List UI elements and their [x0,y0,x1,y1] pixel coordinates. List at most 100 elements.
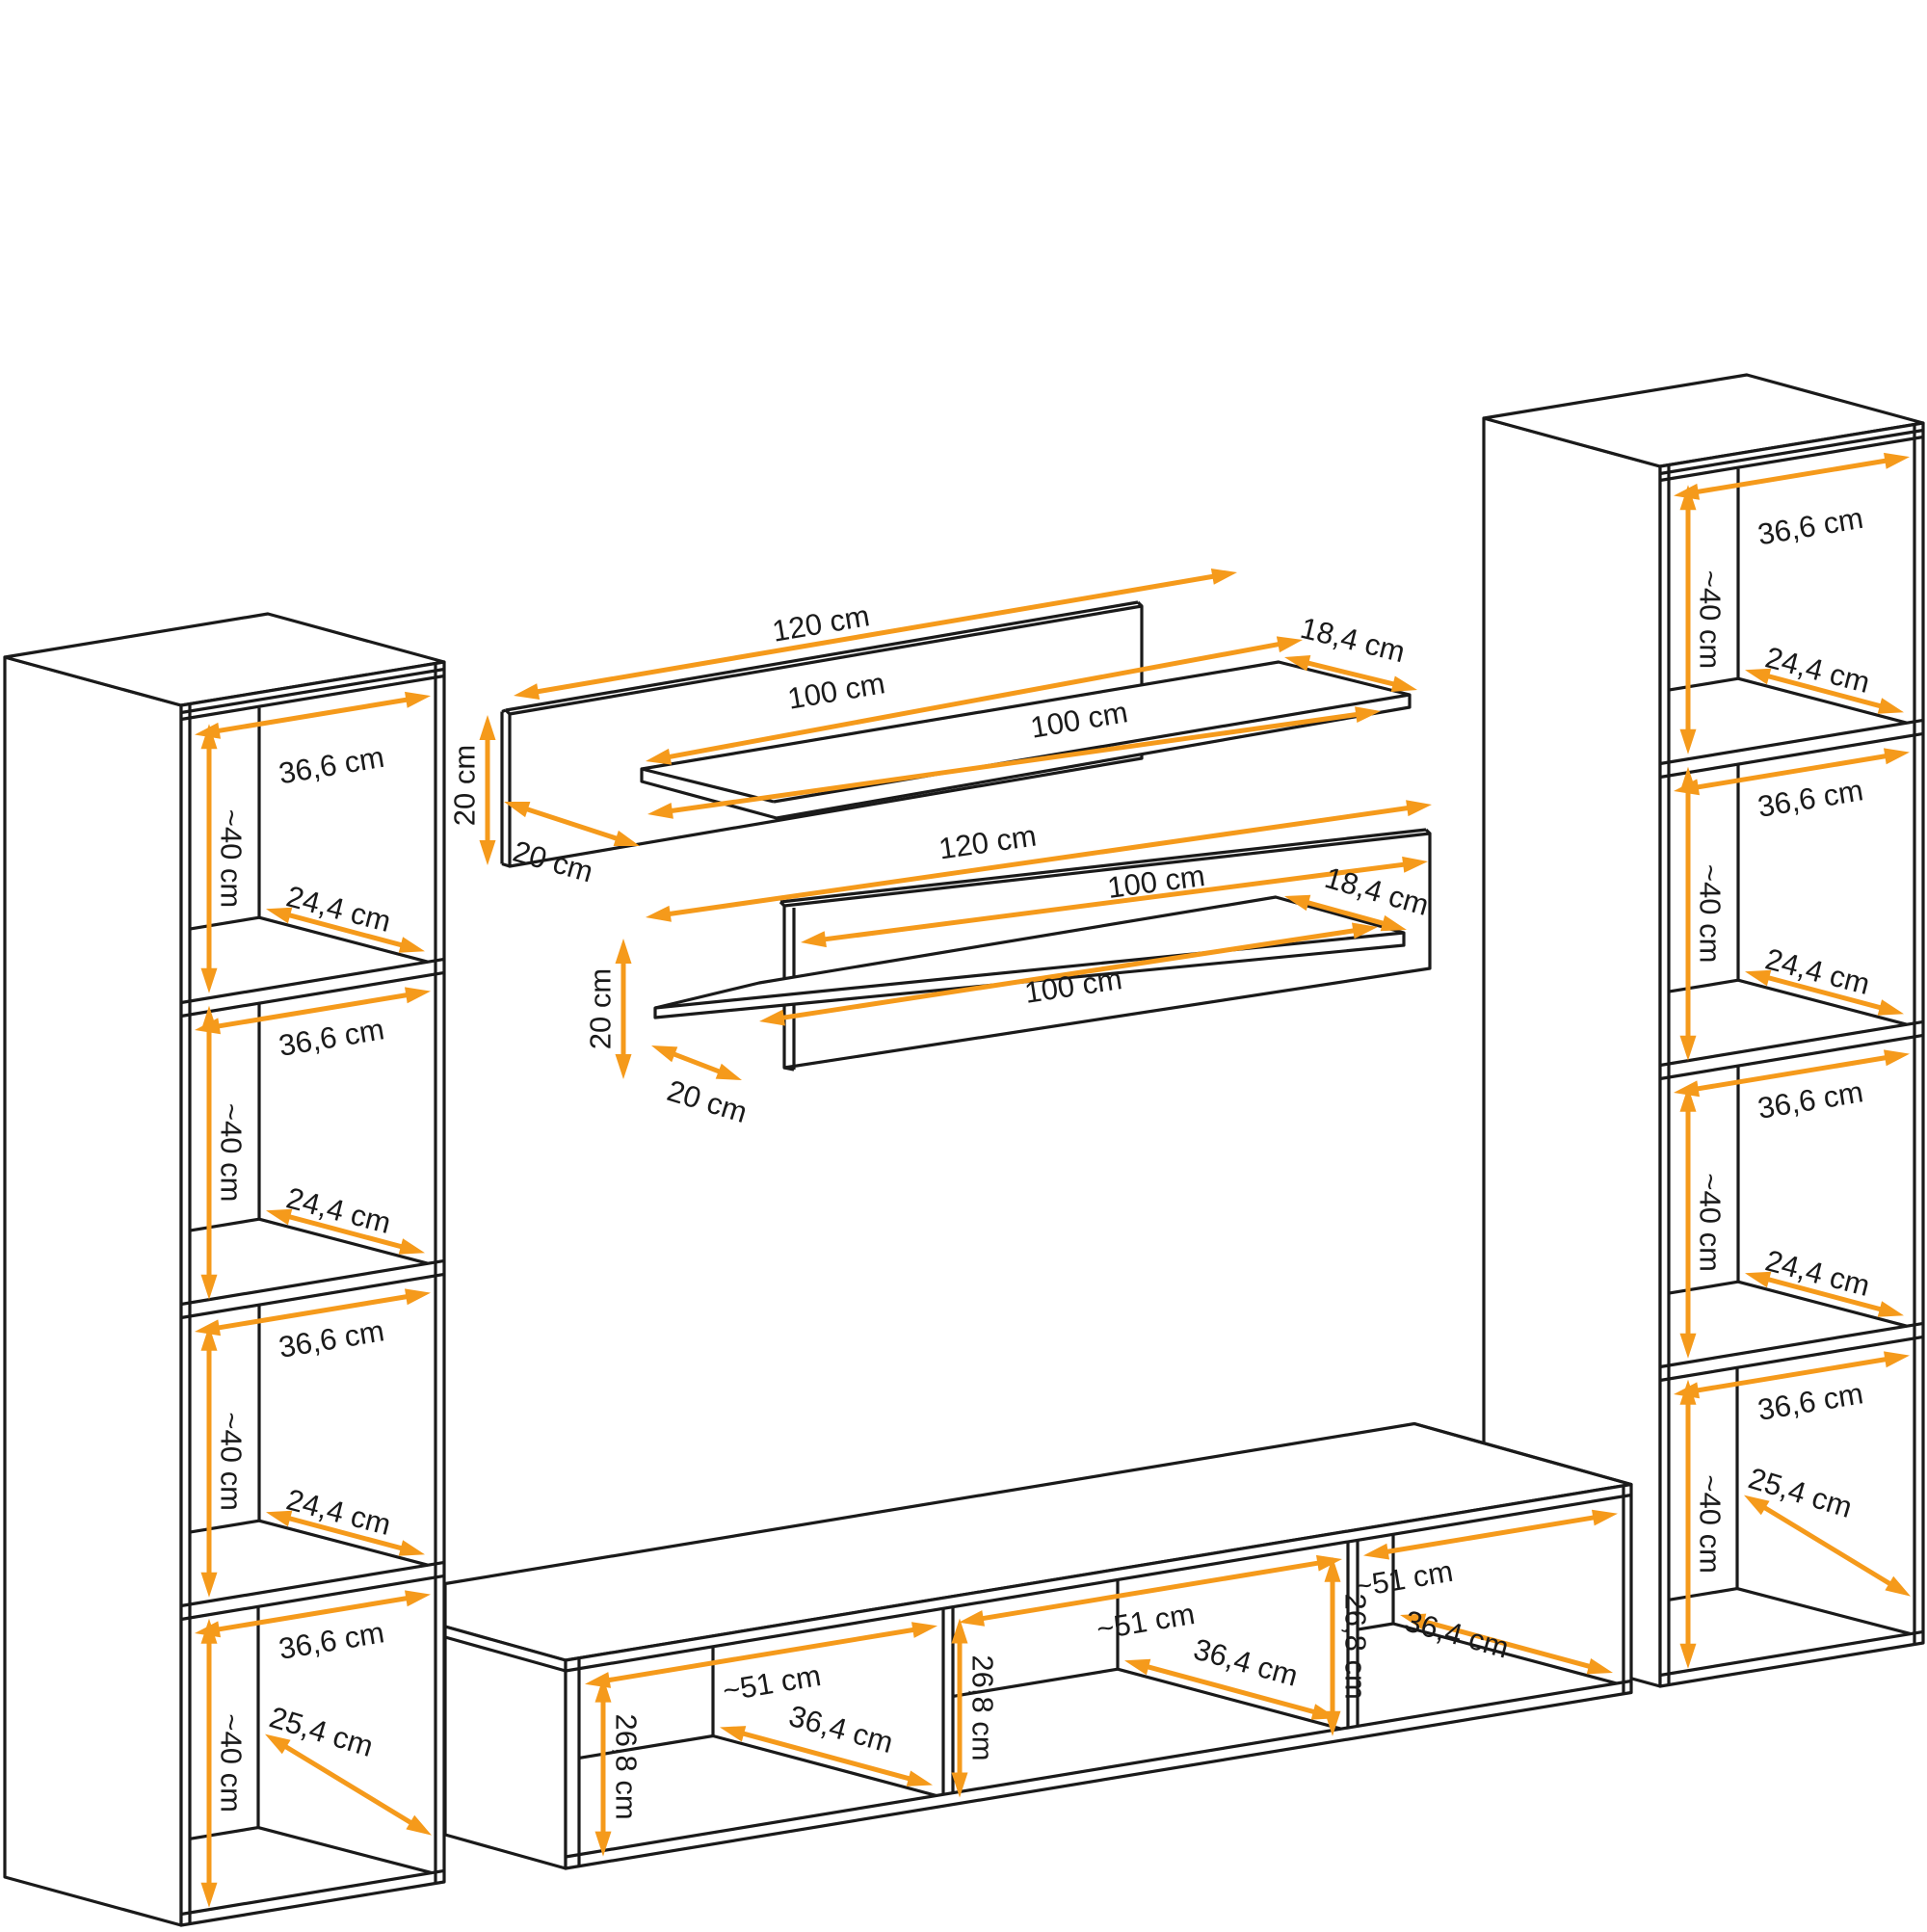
tv-stand-comp2-floor-back-edge [952,1667,1119,1698]
tv-stand-comp2-width-arrow [971,1558,1330,1623]
bookcase-left-comp4-height-label: ~40 cm [215,1713,249,1813]
tv-stand-front-face [564,1482,1633,1870]
bookcase-right-top-panel-edge [1659,428,1924,476]
bookcase-left-comp2-floor-joint [258,1217,429,1265]
tv-stand-comp2-width-arrow-head-end [1316,1554,1342,1572]
bookcase-right-comp4-height-label: ~40 cm [1694,1474,1728,1574]
wall-shelf-1-length-arrow-head-end [1210,569,1237,585]
tv-stand-comp2-width-arrow-head-start [959,1610,985,1627]
wall-shelf-1-board-depth-arrow-head-end [1390,675,1417,692]
bookcase-left-comp4-floor-joint [257,1826,433,1875]
wall-shelf-2-board-length-top-arrow [813,860,1415,943]
tv-stand-comp1-floor-joint [712,1734,937,1798]
bookcase-right-comp1-depth-arrow-head-start [1745,668,1772,685]
bookcase-left-comp3-depth-arrow [278,1513,412,1554]
tv-stand-comp2-height-arrow-head-end [951,1772,968,1798]
bookcase-left-shelf-front-edge [180,1272,445,1320]
bookcase-right-shelf-front-edge [1659,1321,1924,1369]
wall-shelf-2-total-depth-arrow-head-start [651,1045,678,1063]
wall-shelf-2-board-length-bottom-arrow-head-end [1352,922,1378,940]
bookcase-left-comp3-floor-back-edge [189,1519,260,1534]
bookcase-left-comp2-height-arrow-head-end [200,1274,218,1300]
tv-stand-comp1-depth-arrow [732,1728,920,1785]
wall-shelf-1-total-depth-arrow [515,804,628,844]
bookcase-left-comp3-height-arrow-head-end [200,1572,218,1598]
bookcase-right-comp4-height-arrow-head-start [1679,1379,1697,1405]
bookcase-left-comp3-width-arrow-head-end [405,1288,431,1306]
bookcase-left-comp3-depth-arrow-head-end [398,1540,425,1556]
bookcase-right-comp3-floor-back-edge [1668,1280,1739,1295]
bookcase-right-bottom-panel-edge [1659,1629,1924,1678]
wall-shelf-2-panel-top-corner [779,900,786,908]
wall-shelf-1-length-arrow [526,571,1225,697]
wall-shelf-1-board [640,660,1412,820]
bookcase-left-comp1-depth-arrow-head-start [266,907,293,924]
tv-stand-comp3-width-arrow-head-end [1592,1509,1618,1526]
bookcase-left-comp1-width-arrow-head-end [405,691,431,708]
bookcase-left-side-panel [3,655,183,1927]
tv-stand-left-end-top-panel-edge [444,1635,567,1673]
bookcase-left-comp4-width-arrow [207,1594,418,1634]
tv-stand-comp1-width-arrow [597,1626,925,1684]
tv-stand-comp3-width-arrow-head-start [1363,1543,1389,1560]
tv-stand-comp1-width-arrow-head-end [911,1622,937,1638]
bookcase-right-comp3-depth-arrow-head-start [1745,1271,1772,1288]
bookcase-right-comp1-width-arrow [1686,456,1897,496]
tv-stand-comp3-height-label: 26,8 cm [1339,1594,1373,1700]
bookcase-right-comp1-depth-arrow [1757,671,1891,712]
wall-shelf-1-board-depth-arrow [1297,657,1405,690]
bookcase-left-shelf-front-edge [180,1258,445,1307]
bookcase-left-comp3-height-arrow-head-start [200,1325,218,1351]
bookcase-left-comp4-width-arrow-head-end [405,1590,431,1607]
wall-shelf-1-board-depth-arrow-head-start [1284,655,1311,672]
bookcase-left-comp2-height-label: ~40 cm [215,1103,249,1203]
bookcase-right-comp3-width-arrow-head-start [1674,1080,1700,1098]
bookcase-left-comp2-depth-arrow-head-end [398,1238,425,1255]
tv-stand-comp1-height-arrow-head-start [594,1677,612,1703]
bookcase-right-comp4-width-arrow-head-end [1884,1351,1910,1368]
tv-stand-comp3-depth-arrow-head-end [1586,1658,1613,1675]
wall-shelf-2-panel-top-corner [1424,828,1432,835]
bookcase-right-comp3-depth-arrow-head-end [1877,1301,1904,1317]
tv-stand-right-end-top-edge [1413,1421,1632,1487]
wall-shelf-2-length-arrow-head-end [1406,800,1432,817]
bookcase-right-shelf-front-edge [1659,1019,1924,1068]
bookcase-right-comp3-depth-arrow [1757,1274,1891,1315]
bookcase-left-comp2-depth-arrow [278,1211,412,1253]
bookcase-right-comp3-height-arrow-head-end [1679,1333,1697,1359]
tv-stand-comp1-depth-arrow-head-end [906,1770,933,1786]
tv-stand-comp2-depth-arrow-head-start [1124,1658,1151,1676]
wall-shelf-2-board-length-top-arrow-head-start [801,931,827,948]
bookcase-right-comp2-floor-back-edge [1668,978,1739,993]
wall-shelf-2-board-length-top-arrow-head-end [1402,856,1428,873]
bookcase-left-comp1-depth-arrow-head-end [398,937,425,953]
wall-shelf-1-board-length-bottom-arrow [660,710,1368,815]
bookcase-left-comp3-width-arrow-head-start [195,1319,221,1337]
bookcase-right-shelf-front-edge [1659,1335,1924,1383]
wall-shelf-2-board-depth-arrow-head-end [1380,914,1407,932]
wall-shelf-2-length-arrow [658,804,1419,918]
bookcase-left-shelf-front-edge [180,970,445,1019]
wall-shelf-2-board-length-bottom-arrow-head-start [759,1009,785,1026]
wall-shelf-2-board-edge [654,931,1405,1010]
bookcase-right-comp1-depth-arrow-head-end [1877,698,1904,714]
bookcase-right-top-panel-edge [1659,435,1924,483]
bookcase-left-comp2-width-arrow-head-end [405,987,431,1004]
bookcase-left-comp4-height-arrow-head-start [200,1618,218,1644]
bookcase-left-comp1-height-arrow-head-start [200,724,218,750]
bookcase-left-shelf-front-edge [180,957,445,1005]
bookcase-right-comp4-depth-arrow-head-start [1744,1495,1770,1516]
bookcase-right-comp4-floor-joint [1736,1587,1912,1636]
wall-shelf-1-board-length-top-arrow-head-start [646,748,673,765]
tv-stand-comp3-height-arrow-head-end [1324,1710,1341,1736]
bookcase-right-comp1-height-arrow-head-start [1679,485,1697,511]
bookcase-left-bottom-panel-edge [180,1868,445,1917]
bookcase-right-comp4-floor-back-edge [1668,1587,1738,1601]
bookcase-left-comp1-depth-arrow [278,910,412,951]
bookcase-right-comp2-height-arrow-head-start [1679,766,1697,792]
bookcase-right-comp2-height-arrow-head-end [1679,1035,1697,1061]
tv-stand-comp1-depth-arrow-head-start [720,1726,747,1742]
bookcase-left-comp1-floor-joint [258,915,429,964]
bookcase-right-comp3-height-arrow-head-start [1679,1086,1697,1112]
bookcase-left-comp2-floor-back-edge [189,1217,260,1232]
